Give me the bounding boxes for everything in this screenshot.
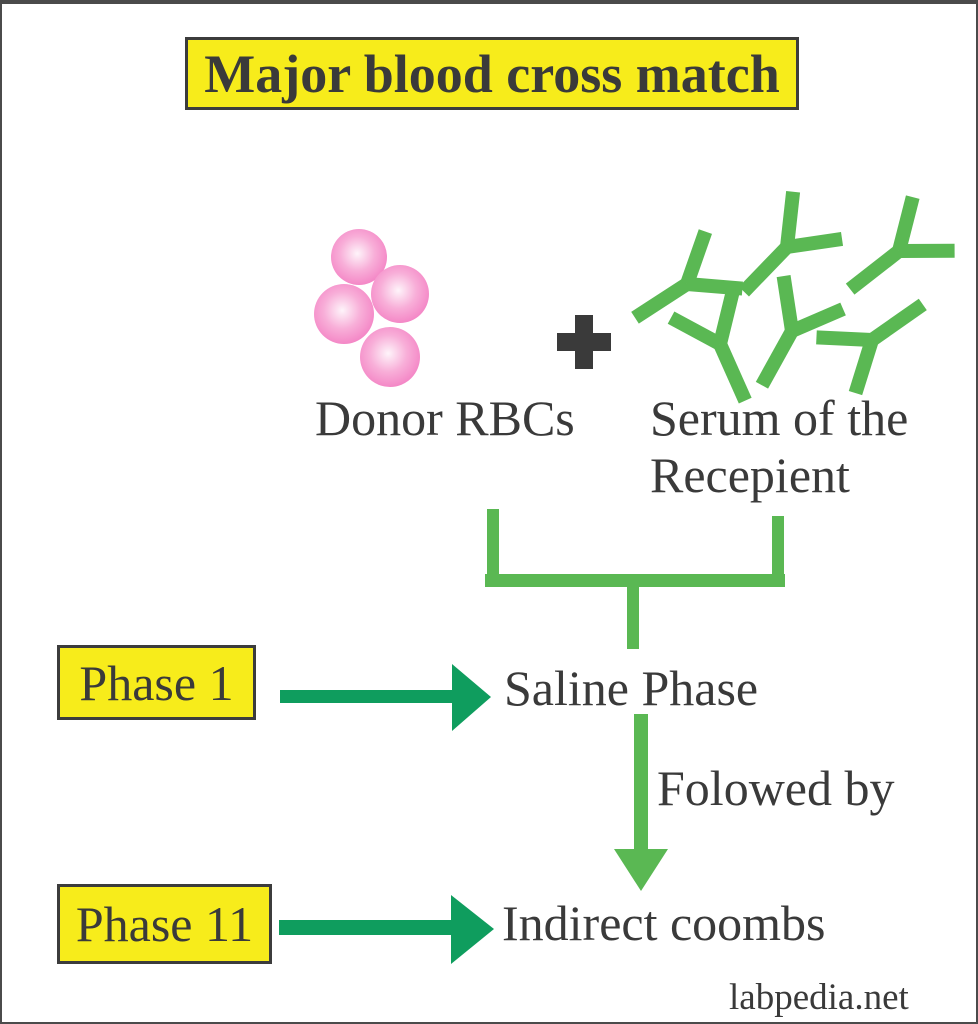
diagram-canvas [279, 4, 978, 964]
plus-icon [557, 315, 611, 369]
donor-rbcs-label: Donor RBCs [315, 390, 575, 446]
join-bracket-icon [485, 509, 785, 649]
antibody-cluster-icon [616, 192, 954, 415]
phase2-label: Phase 11 [75, 896, 254, 952]
serum-label-line2: Recepient [650, 447, 850, 503]
phase2-box: Phase 11 [57, 884, 272, 964]
rbc-icon [360, 327, 420, 387]
phase2-arrow-right-icon [279, 895, 494, 964]
rbc-icon [314, 284, 374, 344]
saline-phase-label: Saline Phase [504, 660, 759, 716]
indirect-coombs-label: Indirect coombs [502, 895, 826, 951]
watermark-text: labpedia.net [729, 977, 909, 1018]
title-box: Major blood cross match [185, 37, 799, 110]
rbc-cluster-icon [314, 229, 429, 387]
followed-by-label: Folowed by [657, 760, 895, 816]
phase1-arrow-right-icon [280, 664, 491, 731]
phase1-label: Phase 1 [79, 654, 234, 711]
page-title: Major blood cross match [204, 43, 780, 104]
antibody-y-icon [816, 277, 942, 394]
arrow-down-icon [614, 714, 668, 891]
phase1-box: Phase 1 [57, 645, 256, 720]
antibody-y-icon [829, 197, 954, 316]
rbc-icon [371, 265, 429, 323]
rbc-icon [331, 229, 387, 285]
serum-label: Serum of the Recepient [650, 390, 908, 504]
serum-label-line1: Serum of the [650, 390, 909, 446]
